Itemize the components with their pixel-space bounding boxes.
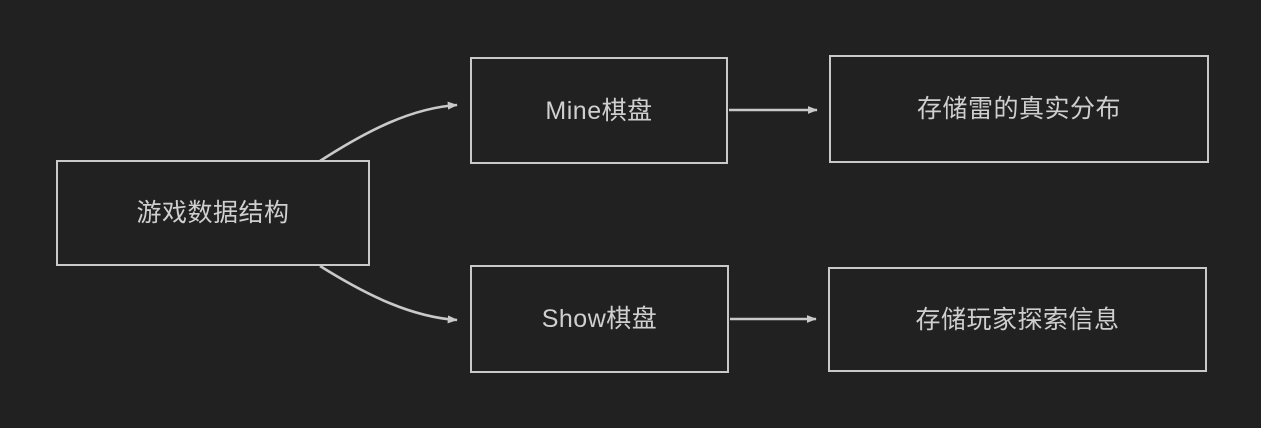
node-label: 存储玩家探索信息 — [915, 305, 1120, 334]
node-game-data-structure[interactable]: 游戏数据结构 — [56, 160, 370, 266]
edge-root-to-show — [319, 264, 458, 324]
node-label: 存储雷的真实分布 — [916, 95, 1121, 123]
node-player-exploration-desc[interactable]: 存储玩家探索信息 — [828, 267, 1207, 372]
node-label: 游戏数据结构 — [136, 199, 290, 227]
node-mine-board[interactable]: Mine棋盘 — [470, 57, 728, 164]
edge-root-to-mine — [319, 101, 458, 163]
node-label: Show棋盘 — [541, 305, 658, 333]
node-show-board[interactable]: Show棋盘 — [470, 265, 729, 373]
node-label: Mine棋盘 — [545, 96, 653, 125]
node-mine-distribution-desc[interactable]: 存储雷的真实分布 — [829, 55, 1209, 163]
